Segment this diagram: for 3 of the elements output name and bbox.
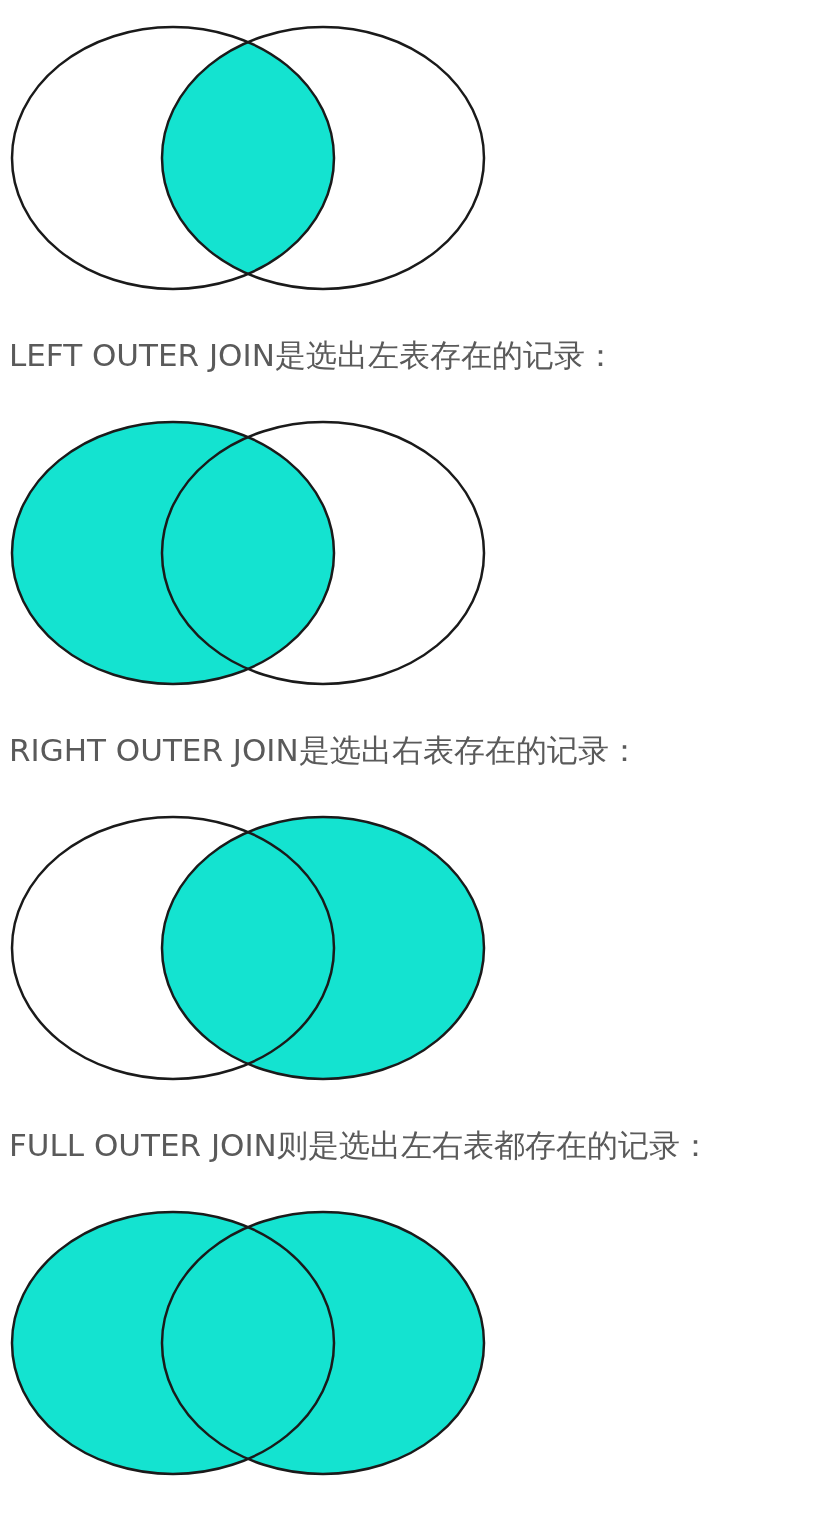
caption-text: LEFT OUTER JOIN是选出左表存在的记录： (9, 336, 616, 375)
caption-text: RIGHT OUTER JOIN是选出右表存在的记录： (9, 731, 640, 770)
caption-text: FULL OUTER JOIN则是选出左右表都存在的记录： (9, 1126, 711, 1165)
